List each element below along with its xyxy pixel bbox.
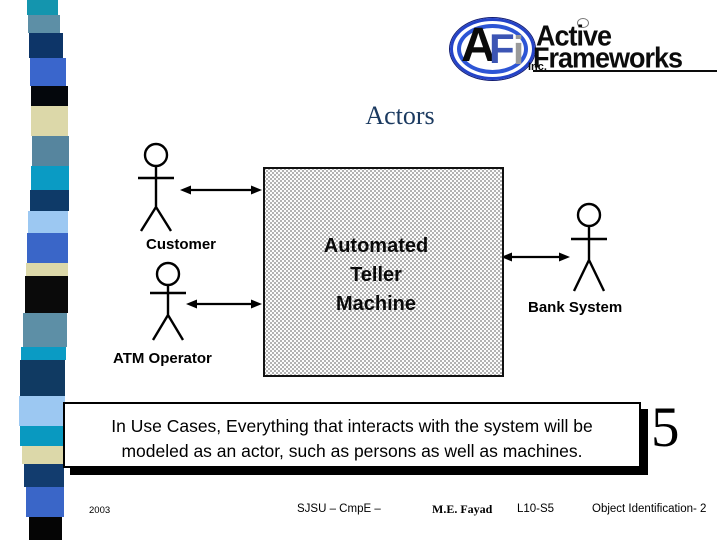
footer-author: M.E. Fayad <box>432 502 493 516</box>
system-box-line: Teller <box>350 264 402 286</box>
ribbon-segment <box>26 263 68 276</box>
ribbon-segment <box>32 136 69 166</box>
note-line-1: In Use Cases, Everything that interacts … <box>111 416 593 436</box>
ribbon-segment <box>22 446 64 464</box>
ribbon-segment <box>30 190 69 211</box>
trademark-circle-icon <box>577 18 589 28</box>
ribbon-segment <box>27 0 58 15</box>
system-box-line: Machine <box>335 293 417 315</box>
ribbon-segment <box>21 347 66 360</box>
actor-label-atm-operator: ATM Operator <box>113 350 212 367</box>
ribbon <box>0 0 90 540</box>
logo-underline <box>533 70 717 72</box>
ribbon-segment <box>23 313 67 347</box>
footer-year: 2003 <box>89 505 111 516</box>
note-box: In Use Cases, Everything that interacts … <box>63 402 641 468</box>
logo-company-name-line2: Frameworks <box>533 42 683 74</box>
atm-operator-figure-icon <box>150 261 186 341</box>
logo-ellipse-inner-icon <box>457 24 528 74</box>
actor-label-customer: Customer <box>146 236 217 253</box>
logo-inc-suffix: Inc. <box>528 61 547 73</box>
ribbon-segment <box>20 426 64 446</box>
footer-lecture: L10-S5 <box>517 503 555 515</box>
ribbon-segment <box>31 166 69 190</box>
ribbon-segment <box>26 487 64 517</box>
logo-monogram-i: i <box>513 29 524 73</box>
operator-atm-arrow <box>186 299 262 309</box>
ribbon-segment <box>28 15 60 33</box>
ribbon-segment <box>27 233 68 263</box>
note-line-2: modeled as an actor, such as persons as … <box>121 441 583 461</box>
ribbon-segment <box>24 464 64 487</box>
ribbon-segment <box>31 106 68 136</box>
logo-monogram-f: F <box>489 25 515 72</box>
atm-bank-arrow <box>501 252 570 262</box>
actor-label-bank-system: Bank System <box>528 299 623 316</box>
customer-atm-arrow <box>180 185 262 195</box>
system-box-label: Automated Teller Machine <box>265 232 487 319</box>
footer-topic: Object Identification- 2 <box>592 503 707 515</box>
ribbon-segment <box>28 211 68 233</box>
logo: A F i Active Frameworks Inc. <box>445 14 717 100</box>
ribbon-segment <box>29 517 62 540</box>
system-box-line: Automated <box>323 235 429 257</box>
ribbon-segment <box>20 360 65 396</box>
system-boundary-box: Automated Teller Machine <box>263 167 504 377</box>
footer-course: SJSU – CmpE – <box>297 503 381 515</box>
ribbon-segment <box>25 276 68 313</box>
ribbon-segment <box>29 33 63 58</box>
page-number: 5 <box>651 396 680 459</box>
ribbon-segment <box>31 86 68 106</box>
logo-company-name-line1: Active <box>536 20 612 52</box>
ribbon-segment <box>30 58 66 86</box>
customer-figure-icon <box>138 142 174 232</box>
ribbon-segment <box>19 396 65 426</box>
logo-monogram-a: A <box>461 19 496 72</box>
logo-ellipse-icon <box>450 18 535 80</box>
bank-system-figure-icon <box>571 202 607 292</box>
slide-title: Actors <box>365 101 435 130</box>
